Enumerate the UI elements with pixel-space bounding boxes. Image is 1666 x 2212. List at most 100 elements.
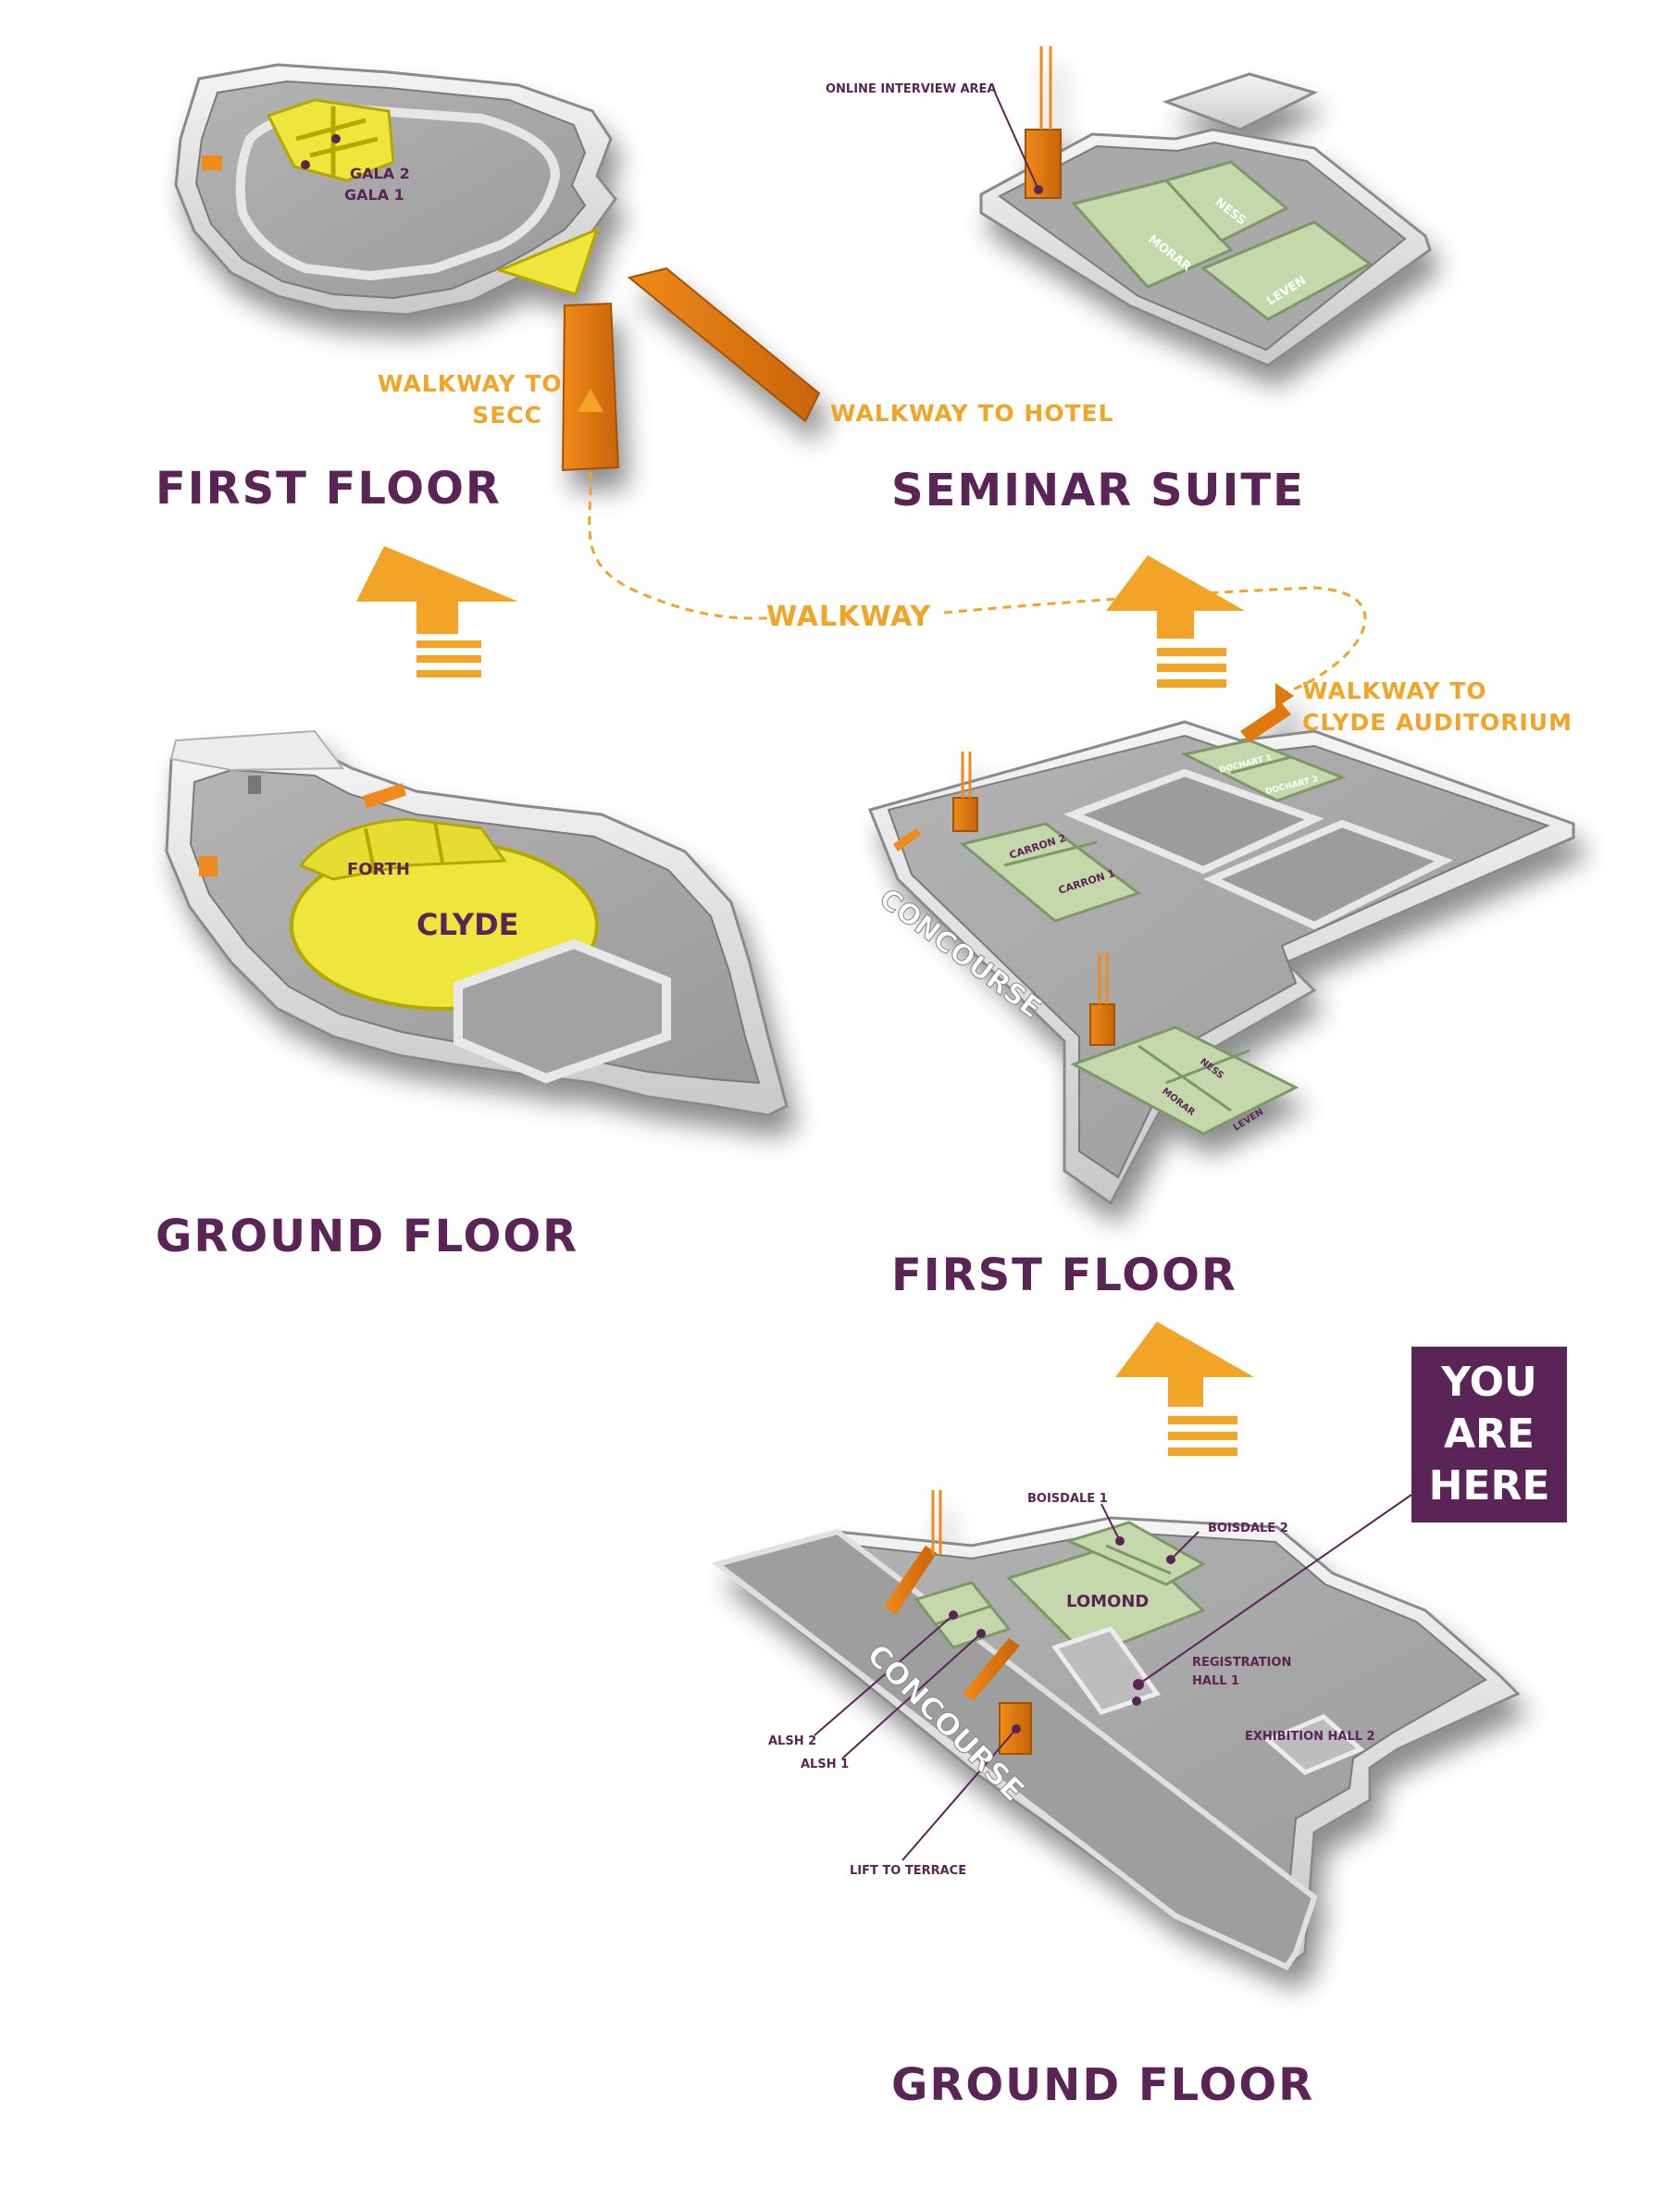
boisdale2-marker	[1166, 1555, 1175, 1564]
online-interview-marker	[1034, 185, 1043, 194]
escalator-icon	[893, 828, 921, 851]
escalator-icon	[199, 856, 218, 876]
lift-terrace-leader	[901, 1728, 1017, 1861]
rooms-lower-dividers	[1138, 1044, 1250, 1112]
room-ness	[1163, 160, 1289, 242]
registration-label-line1: REGISTRATION	[1192, 1656, 1291, 1670]
rooms-lower-wing	[1070, 1025, 1299, 1136]
alsh1-marker	[976, 1629, 986, 1638]
escalator-icon	[202, 155, 222, 170]
up-arrow-icon	[1106, 555, 1245, 688]
room-dochart	[1180, 739, 1347, 802]
plan-ground-floor-left	[165, 729, 789, 1117]
plan-first-floor-right	[867, 683, 1575, 1206]
hall-block	[1063, 768, 1324, 875]
callout-walkway-to-secc-line1: WALKWAY TO	[378, 370, 563, 397]
lift-icon	[248, 776, 261, 794]
you-are-here-marker	[1133, 1679, 1144, 1690]
plan-first-floor-left	[174, 63, 821, 472]
hall-block	[1263, 1714, 1365, 1775]
callout-walkway-to-secc-line2: SECC	[472, 402, 542, 429]
callout-walkway-to-clyde-line1: WALKWAY TO	[1302, 677, 1487, 704]
lift-terrace-marker	[1012, 1724, 1021, 1734]
forth-label: FORTH	[347, 860, 410, 879]
callout-walkway-to-clyde: WALKWAY TO CLYDE AUDITORIUM	[1302, 676, 1573, 739]
title-first-floor-right: FIRST FLOOR	[891, 1249, 1237, 1301]
forth-dividers	[364, 821, 444, 876]
gala2-marker	[331, 134, 341, 143]
gala1-marker	[301, 160, 310, 169]
gala2-label: GALA 2	[350, 165, 410, 182]
lift-cable	[1098, 953, 1109, 1004]
room-boisdale	[1064, 1521, 1207, 1586]
walkway-to-secc	[561, 302, 620, 472]
room-carron-divider	[1003, 840, 1098, 867]
callout-walkway-to-clyde-line2: CLYDE AUDITORIUM	[1302, 709, 1573, 736]
boisdale1-label: BOISDALE 1	[1027, 1492, 1108, 1506]
gala1-label: GALA 1	[344, 186, 404, 204]
registration-label-line2: HALL 1	[1192, 1674, 1239, 1688]
title-ground-floor-bottom: GROUND FLOOR	[891, 2059, 1315, 2111]
callout-walkway-to-hotel: WALKWAY TO HOTEL	[830, 400, 1114, 427]
alsh1-label: ALSH 1	[801, 1758, 849, 1771]
title-first-floor-left: FIRST FLOOR	[155, 463, 502, 515]
boisdale1-marker	[1115, 1536, 1125, 1546]
online-interview-label: ONLINE INTERVIEW AREA	[826, 82, 996, 96]
you-are-here-leader	[1138, 1494, 1412, 1685]
alsh2-leader	[814, 1614, 954, 1736]
boisdale2-label: BOISDALE 2	[1208, 1522, 1288, 1535]
lift-cable	[961, 752, 972, 798]
you-are-here-line1: YOU	[1441, 1359, 1537, 1406]
hall-block	[1203, 819, 1454, 930]
you-are-here-badge: YOU ARE HERE	[1411, 1347, 1567, 1522]
alsh2-marker	[949, 1610, 958, 1620]
callout-walkway-to-secc: WALKWAY TO SECC	[378, 368, 563, 431]
up-arrow-icon	[1115, 1322, 1254, 1456]
exhibition2-label: EXHIBITION HALL 2	[1245, 1730, 1375, 1744]
title-ground-floor-left: GROUND FLOOR	[155, 1211, 579, 1262]
you-are-here-line3: HERE	[1428, 1462, 1550, 1510]
lift-terrace-label: LIFT TO TERRACE	[850, 1864, 966, 1878]
lomond-label: LOMOND	[1066, 1592, 1149, 1611]
room-carron	[959, 822, 1142, 923]
lift-icon	[1089, 1003, 1115, 1046]
up-arrow-icon	[356, 546, 518, 677]
lift-icon	[1025, 129, 1062, 199]
alsh2-label: ALSH 2	[768, 1734, 816, 1748]
walkway-direction-icon	[578, 389, 603, 412]
boisdale1-leader	[1100, 1503, 1121, 1542]
walkway-to-hotel	[627, 267, 821, 423]
you-are-here-line2: ARE	[1444, 1410, 1535, 1458]
lift-cable	[1039, 46, 1052, 130]
callout-walkway: WALKWAY	[766, 601, 932, 633]
lift-cable	[931, 1490, 942, 1555]
plan-back-wall	[169, 729, 344, 772]
room-morar	[1071, 179, 1234, 289]
registration-cells	[1051, 1626, 1162, 1715]
clyde-label: CLYDE	[416, 907, 518, 942]
room-boisdale-divider	[1105, 1544, 1172, 1575]
escalator-icon	[363, 783, 407, 809]
lift-icon	[952, 797, 978, 832]
yellow-wedge	[495, 227, 600, 296]
room-alsh-divider	[934, 1604, 993, 1626]
room-dochart-divider	[1230, 755, 1292, 775]
plan-seminar-suite	[979, 46, 1432, 367]
online-interview-leader	[994, 92, 1039, 191]
room-leven	[1200, 220, 1373, 321]
walkway-route	[588, 471, 1367, 698]
walkway-to-clyde-entrance	[1240, 703, 1291, 742]
suite-annex	[1162, 72, 1319, 131]
alsh1-leader	[841, 1633, 982, 1759]
forth-rooms	[298, 817, 507, 881]
boisdale2-leader	[1170, 1531, 1200, 1560]
plan-ground-floor-bottom	[711, 1490, 1521, 1970]
escalator-icon	[963, 1638, 1020, 1701]
title-seminar-suite: SEMINAR SUITE	[891, 465, 1305, 516]
walkway-direction-icon	[1275, 683, 1294, 708]
registration-marker	[1132, 1696, 1141, 1706]
stage-block	[454, 938, 671, 1084]
escalator-icon	[884, 1546, 937, 1615]
